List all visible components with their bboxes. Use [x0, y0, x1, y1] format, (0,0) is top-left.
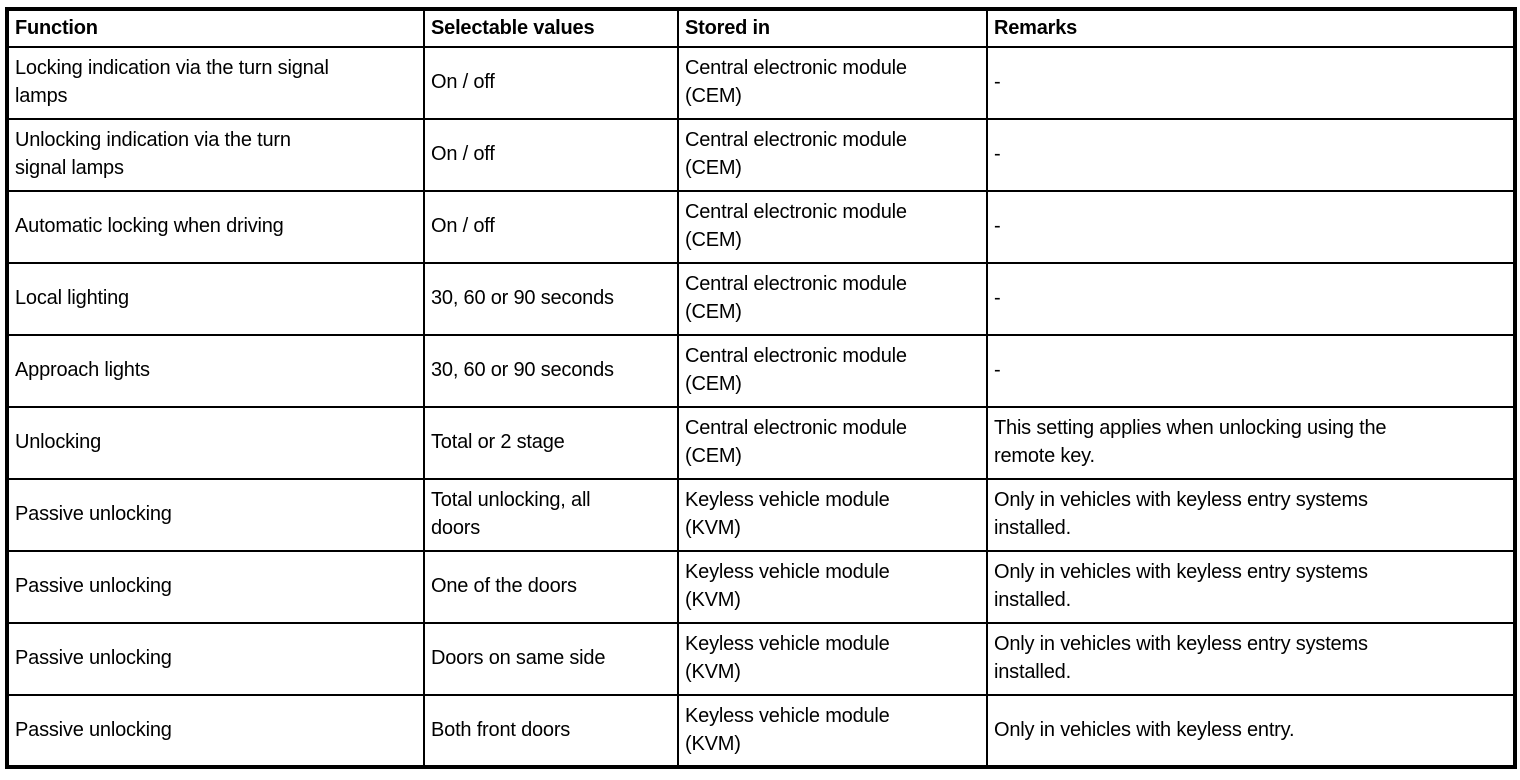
cell-stored-in: Central electronic module (CEM)	[677, 46, 988, 120]
table-row: Unlocking indication via the turn signal…	[6, 118, 1516, 192]
cell-selectable-values: On / off	[423, 190, 679, 264]
table-row: Approach lights 30, 60 or 90 seconds Cen…	[6, 334, 1516, 408]
column-header-stored-in: Stored in	[677, 8, 988, 48]
table-row: Unlocking Total or 2 stage Central elect…	[6, 406, 1516, 480]
cell-remarks: -	[986, 190, 1516, 264]
cell-function: Passive unlocking	[6, 550, 425, 624]
header-row: Function Selectable values Stored in Rem…	[6, 8, 1516, 48]
column-header-function: Function	[6, 8, 425, 48]
table-row: Passive unlocking One of the doors Keyle…	[6, 550, 1516, 624]
table-row: Automatic locking when driving On / off …	[6, 190, 1516, 264]
cell-remarks: -	[986, 118, 1516, 192]
cell-stored-in: Central electronic module (CEM)	[677, 262, 988, 336]
cell-remarks: -	[986, 334, 1516, 408]
cell-function: Passive unlocking	[6, 694, 425, 768]
cell-remarks: -	[986, 46, 1516, 120]
column-header-selectable-values: Selectable values	[423, 8, 679, 48]
table-row: Passive unlocking Both front doors Keyle…	[6, 694, 1516, 768]
cell-selectable-values: 30, 60 or 90 seconds	[423, 334, 679, 408]
cell-remarks: -	[986, 262, 1516, 336]
cell-stored-in: Keyless vehicle module (KVM)	[677, 622, 988, 696]
cell-function: Locking indication via the turn signal l…	[6, 46, 425, 120]
table-row: Passive unlocking Doors on same side Key…	[6, 622, 1516, 696]
cell-remarks: This setting applies when unlocking usin…	[986, 406, 1516, 480]
cell-selectable-values: One of the doors	[423, 550, 679, 624]
cell-function: Local lighting	[6, 262, 425, 336]
table-header: Function Selectable values Stored in Rem…	[6, 8, 1516, 48]
cell-function: Unlocking indication via the turn signal…	[6, 118, 425, 192]
cell-function: Unlocking	[6, 406, 425, 480]
cell-stored-in: Central electronic module (CEM)	[677, 406, 988, 480]
cell-remarks: Only in vehicles with keyless entry syst…	[986, 478, 1516, 552]
cell-remarks: Only in vehicles with keyless entry syst…	[986, 622, 1516, 696]
cell-function: Approach lights	[6, 334, 425, 408]
table-row: Passive unlocking Total unlocking, all d…	[6, 478, 1516, 552]
cell-selectable-values: Total unlocking, all doors	[423, 478, 679, 552]
cell-function: Passive unlocking	[6, 478, 425, 552]
cell-remarks: Only in vehicles with keyless entry syst…	[986, 550, 1516, 624]
cell-selectable-values: Total or 2 stage	[423, 406, 679, 480]
cell-stored-in: Keyless vehicle module (KVM)	[677, 550, 988, 624]
table-row: Locking indication via the turn signal l…	[6, 46, 1516, 120]
settings-table: Function Selectable values Stored in Rem…	[5, 7, 1517, 769]
table-row: Local lighting 30, 60 or 90 seconds Cent…	[6, 262, 1516, 336]
column-header-remarks: Remarks	[986, 8, 1516, 48]
cell-stored-in: Central electronic module (CEM)	[677, 334, 988, 408]
cell-function: Passive unlocking	[6, 622, 425, 696]
cell-stored-in: Central electronic module (CEM)	[677, 190, 988, 264]
cell-stored-in: Central electronic module (CEM)	[677, 118, 988, 192]
cell-function: Automatic locking when driving	[6, 190, 425, 264]
cell-selectable-values: 30, 60 or 90 seconds	[423, 262, 679, 336]
cell-selectable-values: On / off	[423, 46, 679, 120]
cell-stored-in: Keyless vehicle module (KVM)	[677, 478, 988, 552]
cell-selectable-values: On / off	[423, 118, 679, 192]
cell-selectable-values: Both front doors	[423, 694, 679, 768]
cell-stored-in: Keyless vehicle module (KVM)	[677, 694, 988, 768]
cell-remarks: Only in vehicles with keyless entry.	[986, 694, 1516, 768]
cell-selectable-values: Doors on same side	[423, 622, 679, 696]
table-body: Locking indication via the turn signal l…	[6, 46, 1516, 768]
